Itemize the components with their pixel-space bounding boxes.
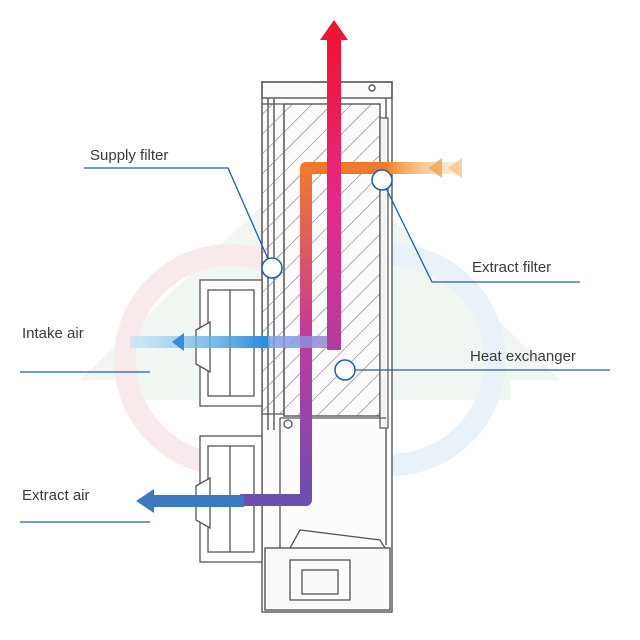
label-intake-air: Intake air (22, 325, 84, 342)
extract-filter-strip (379, 117, 389, 429)
callout-markers (261, 169, 393, 381)
leader-extract-filter (381, 179, 580, 283)
label-supply-filter: Supply filter (90, 147, 168, 164)
label-extract-air: Extract air (22, 487, 90, 504)
marker-extract-filter (371, 169, 393, 191)
leader-lines (20, 167, 610, 523)
marker-supply-filter (261, 257, 283, 279)
lower-chamber (279, 417, 386, 601)
supply-air-outflow (320, 20, 348, 350)
label-heat-exchanger: Heat exchanger (470, 348, 576, 365)
extract-air-path (240, 162, 388, 506)
extract-air-inflow (388, 158, 462, 178)
label-extract-filter: Extract filter (472, 259, 551, 276)
extract-air-outflow (136, 489, 244, 513)
leader-supply-filter (84, 167, 273, 269)
marker-heat-exchanger (334, 359, 356, 381)
intake-air-inflow (130, 333, 270, 351)
